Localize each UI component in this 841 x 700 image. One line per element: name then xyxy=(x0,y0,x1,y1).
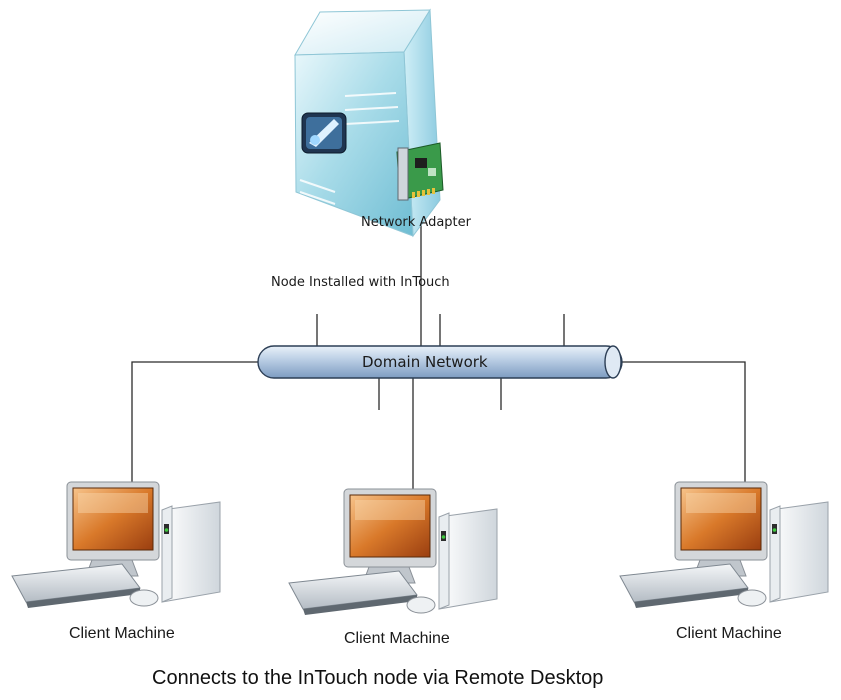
network-label: Domain Network xyxy=(362,353,488,371)
server-node-label: Node Installed with InTouch xyxy=(271,275,450,290)
client-label-left: Client Machine xyxy=(69,625,175,642)
intouch-app-icon xyxy=(301,112,347,154)
client-label-right: Client Machine xyxy=(676,625,782,642)
diagram-caption: Connects to the InTouch node via Remote … xyxy=(152,667,604,689)
client-label-center: Client Machine xyxy=(344,630,450,647)
client-machine-left xyxy=(11,481,221,609)
network-card-icon xyxy=(396,142,444,201)
client-machine-center xyxy=(288,488,498,616)
network-adapter-label: Network Adapter xyxy=(361,215,471,230)
right-client-line xyxy=(622,361,746,484)
server-tower-icon xyxy=(294,8,441,238)
network-pipe-icon xyxy=(257,345,623,379)
connection-lines xyxy=(131,180,746,491)
client-machine-right xyxy=(619,481,829,609)
left-client-line xyxy=(131,361,260,484)
